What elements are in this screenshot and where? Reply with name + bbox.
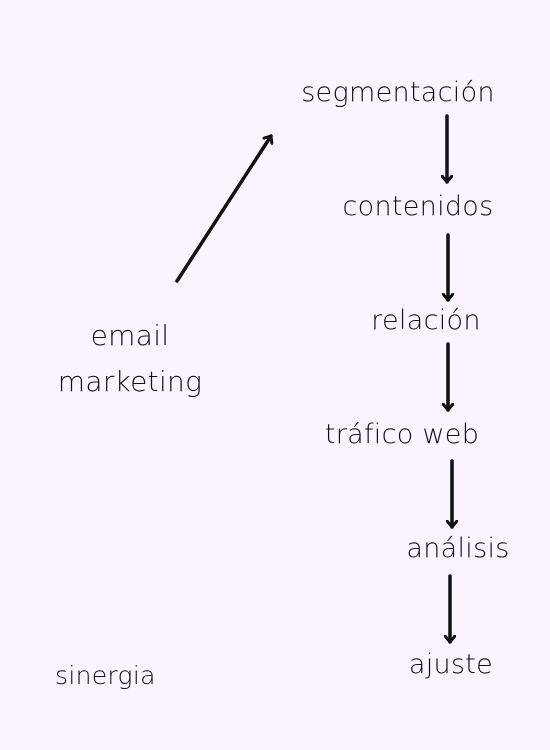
sinergia-label: sinergia — [55, 661, 156, 690]
email-marketing-line-1: email — [90, 319, 170, 352]
arrow-email-to-segmentacion — [175, 134, 271, 283]
step-relacion: relación — [371, 305, 481, 336]
step-trafico-web: tráfico web — [324, 419, 480, 450]
step-segmentacion: segmentación — [301, 77, 495, 108]
step-contenidos: contenidos — [342, 191, 494, 222]
step-ajuste: ajuste — [408, 649, 494, 680]
email-marketing-node: email marketing — [50, 313, 210, 405]
step-analisis: análisis — [406, 533, 510, 564]
email-marketing-line-2: marketing — [57, 365, 203, 398]
